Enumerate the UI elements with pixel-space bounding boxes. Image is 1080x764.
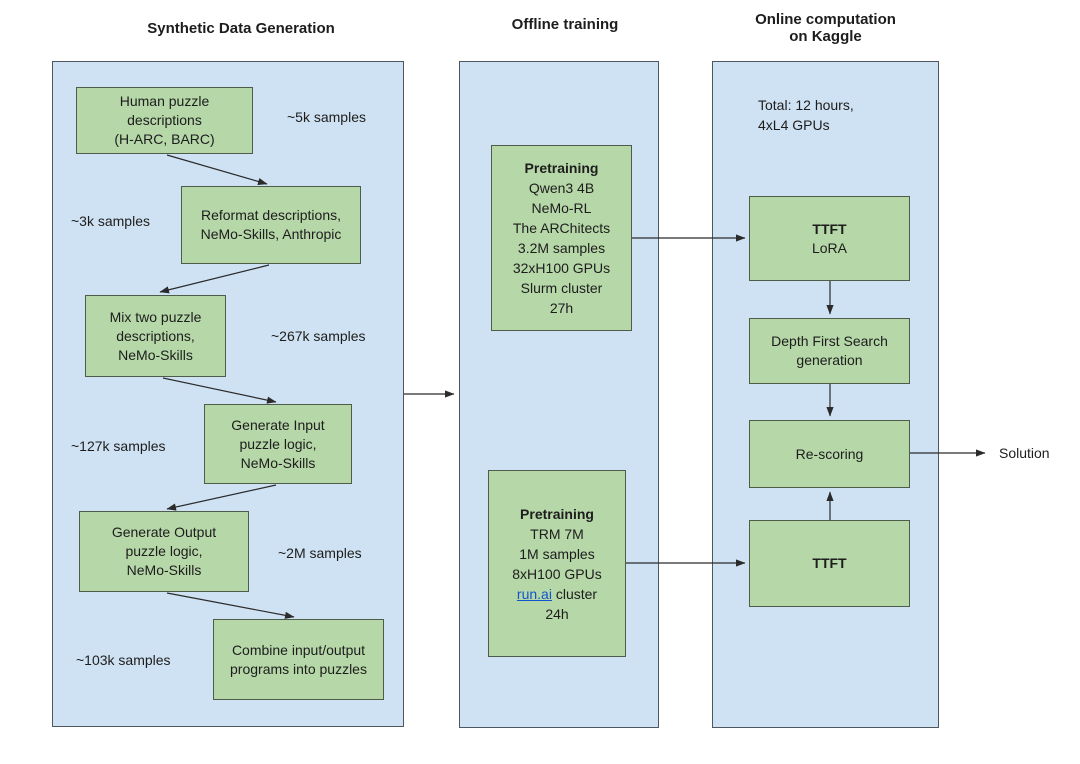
box-text: Depth First Search generation bbox=[771, 333, 888, 368]
box-text: LoRA bbox=[811, 239, 848, 256]
cluster-suffix: cluster bbox=[551, 585, 598, 602]
box-text: 24h bbox=[545, 605, 569, 622]
box-generate-output-puzzle-logic: Generate Output puzzle logic, NeMo-Skill… bbox=[79, 511, 249, 592]
box-heading: Pretraining bbox=[524, 160, 599, 176]
box-text: Combine input/output programs into puzzl… bbox=[230, 641, 367, 677]
box-text: Mix two puzzle descriptions, NeMo-Skills bbox=[109, 308, 202, 363]
box-text: Human puzzle descriptions (H-ARC, BARC) bbox=[114, 93, 215, 147]
box-re-scoring: Re-scoring bbox=[749, 420, 910, 488]
box-text: Generate Input puzzle logic, NeMo-Skills bbox=[231, 416, 325, 471]
box-reformat-descriptions: Reformat descriptions, NeMo-Skills, Anth… bbox=[181, 186, 361, 264]
panel-online-computation bbox=[712, 61, 939, 728]
note-total-compute: Total: 12 hours, 4xL4 GPUs bbox=[758, 97, 854, 133]
box-heading: TTFT bbox=[812, 220, 847, 237]
label-solution: Solution bbox=[999, 445, 1050, 461]
box-combine-input-output-programs: Combine input/output programs into puzzl… bbox=[213, 619, 384, 700]
box-pretraining-qwen: Pretraining Qwen3 4B NeMo-RL The ARChite… bbox=[491, 145, 632, 331]
label-samples-127k: ~127k samples bbox=[71, 438, 166, 454]
label-samples-103k: ~103k samples bbox=[76, 652, 171, 668]
label-samples-3k: ~3k samples bbox=[71, 213, 150, 229]
box-pretraining-trm: Pretraining TRM 7M 1M samples 8xH100 GPU… bbox=[488, 470, 626, 657]
box-text: Re-scoring bbox=[795, 445, 864, 462]
label-samples-5k: ~5k samples bbox=[287, 109, 366, 125]
box-heading: TTFT bbox=[812, 555, 847, 571]
box-depth-first-search: Depth First Search generation bbox=[749, 318, 910, 384]
column-title-offline: Offline training bbox=[511, 16, 619, 33]
box-text: Generate Output puzzle logic, NeMo-Skill… bbox=[111, 524, 217, 578]
label-samples-267k: ~267k samples bbox=[271, 328, 366, 344]
cluster-line: run.ai cluster bbox=[517, 584, 597, 604]
box-ttft-lora: TTFT LoRA bbox=[749, 196, 910, 281]
box-heading: Pretraining bbox=[520, 505, 594, 522]
box-text: TRM 7M 1M samples 8xH100 GPUs bbox=[512, 525, 602, 582]
box-text: Reformat descriptions, NeMo-Skills, Anth… bbox=[200, 207, 342, 242]
column-title-synthetic: Synthetic Data Generation bbox=[147, 20, 335, 37]
box-text: Qwen3 4B NeMo-RL The ARChitects 3.2M sam… bbox=[512, 180, 611, 316]
box-generate-input-puzzle-logic: Generate Input puzzle logic, NeMo-Skills bbox=[204, 404, 352, 484]
box-human-puzzle-descriptions: Human puzzle descriptions (H-ARC, BARC) bbox=[76, 87, 253, 154]
run-ai-link[interactable]: run.ai bbox=[516, 585, 552, 602]
box-mix-two-puzzle-descriptions: Mix two puzzle descriptions, NeMo-Skills bbox=[85, 295, 226, 377]
column-title-online: Online computation on Kaggle bbox=[755, 11, 896, 45]
box-ttft: TTFT bbox=[749, 520, 910, 607]
label-samples-2m: ~2M samples bbox=[278, 545, 362, 561]
